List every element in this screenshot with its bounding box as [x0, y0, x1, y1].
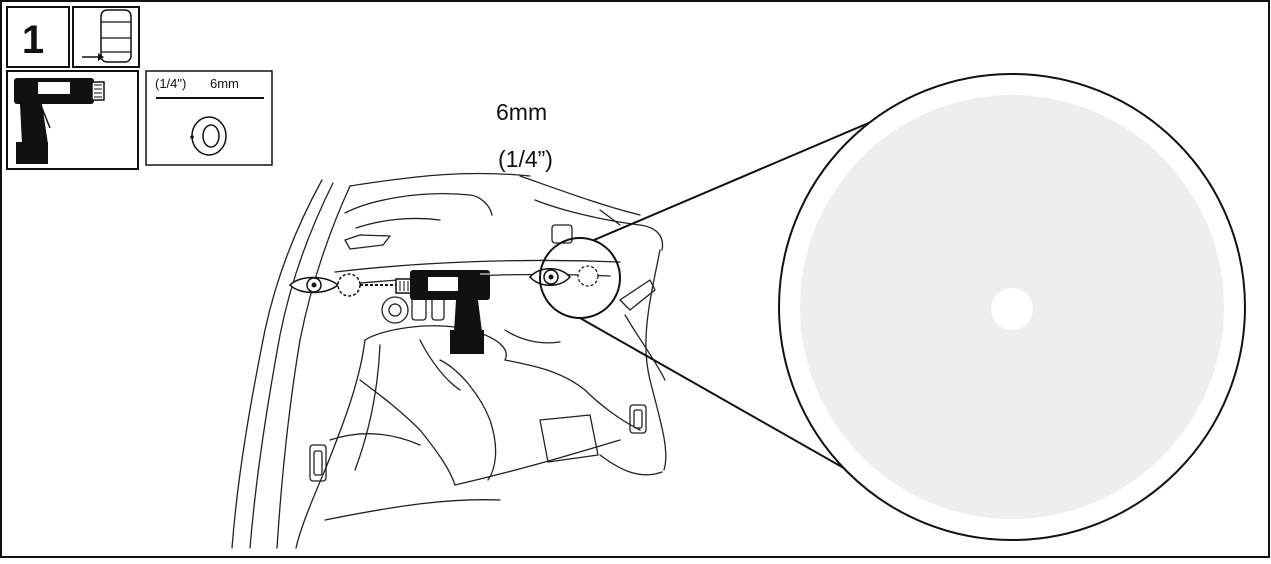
drill-icon [14, 78, 105, 164]
zoom-detail-view [778, 73, 1246, 541]
hole-washer-icon [190, 116, 227, 156]
drill-location-marker-left [337, 273, 361, 297]
hole-size-inch: (1/4”) [498, 146, 553, 172]
eye-icon [528, 268, 572, 286]
step-number: 1 [22, 18, 44, 62]
drill-bit-mm-label: 6mm [210, 76, 239, 91]
drill-icon [395, 270, 492, 354]
car-top-view-icon [72, 6, 140, 68]
drill-location-marker-right [577, 265, 599, 287]
drill-bit-box: (1/4") 6mm [145, 70, 273, 166]
step-number-box: 1 [6, 6, 70, 68]
car-interior-drawing [231, 172, 667, 549]
drill-bit-inch-label: (1/4") [155, 76, 186, 91]
drill-tool-box [6, 70, 139, 170]
hole-size-mm: 6mm [496, 99, 547, 125]
drill-hole [991, 288, 1033, 330]
eye-icon [288, 276, 340, 294]
callout-line-top [593, 115, 886, 241]
